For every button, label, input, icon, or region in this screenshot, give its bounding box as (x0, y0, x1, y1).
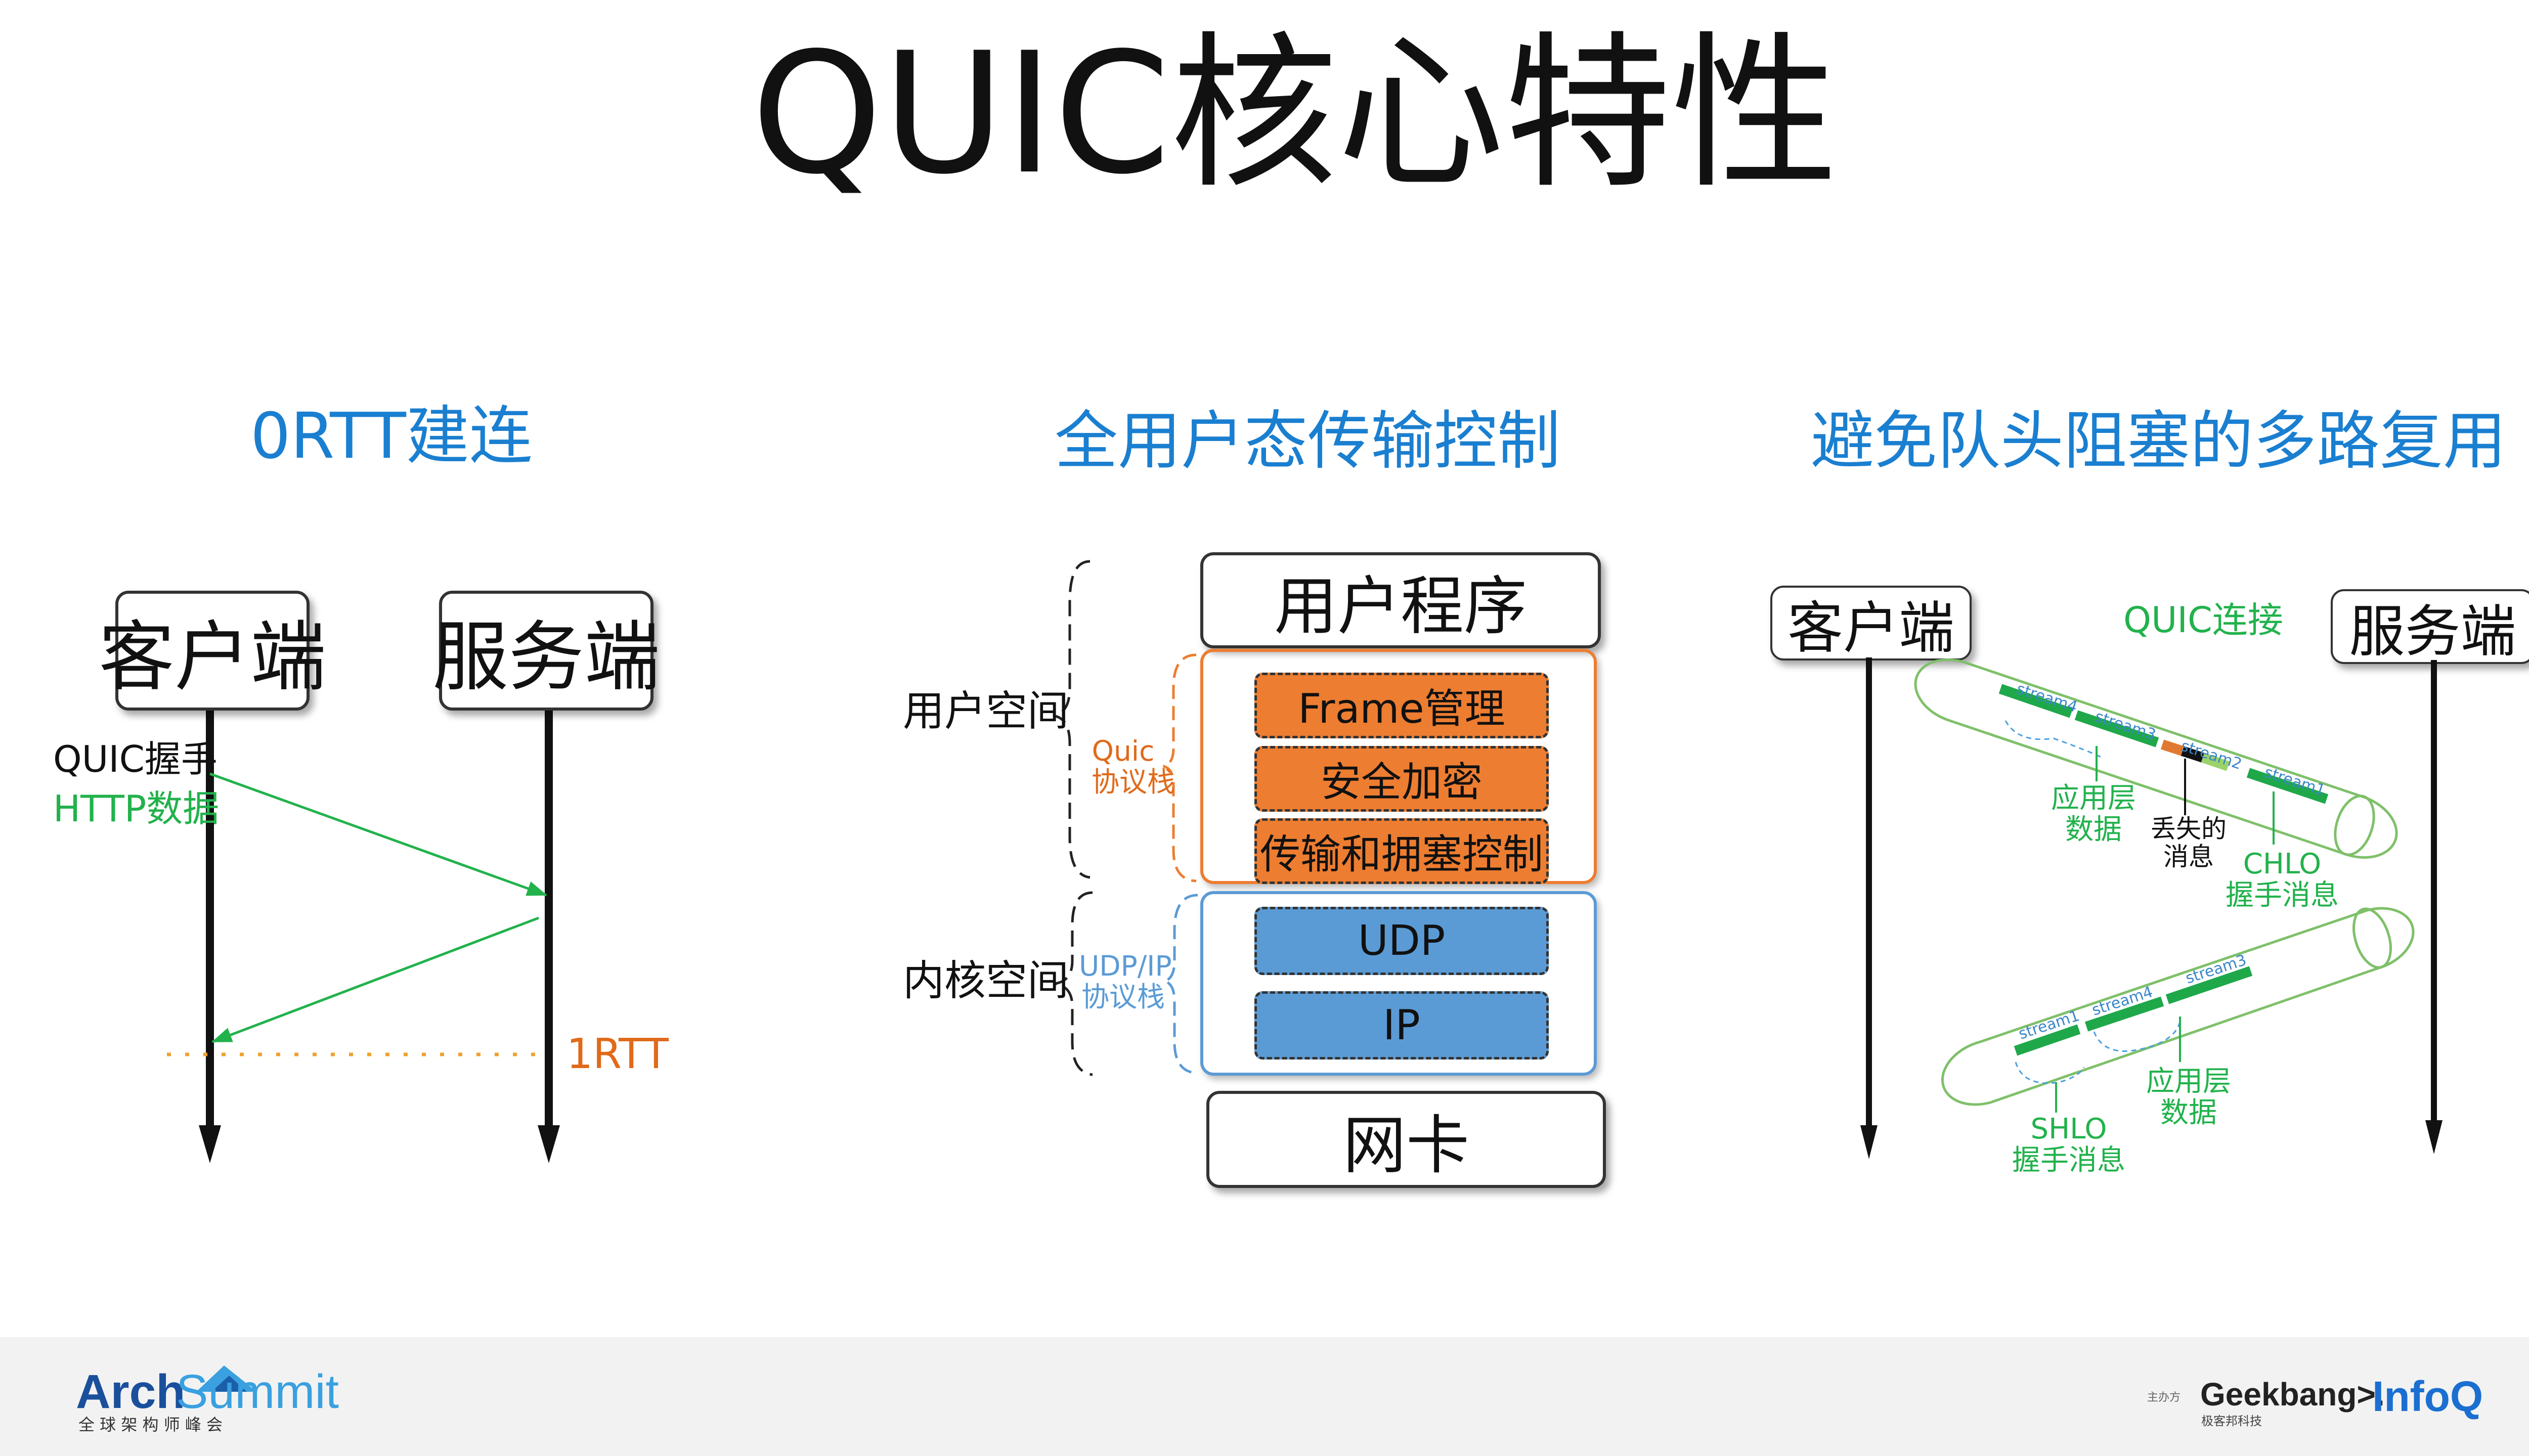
ip-label: IP (1383, 1001, 1420, 1049)
top-stream1-tag: stream1 (2262, 763, 2328, 800)
top-stream4-bar (1998, 684, 2073, 718)
top-stream4-tag: stream4 (2015, 680, 2080, 716)
frame-mgmt-label: Frame管理 (1298, 685, 1505, 732)
top-app-data-label-2: 数据 (2065, 813, 2122, 846)
shlo-label-2: 握手消息 (2012, 1143, 2125, 1177)
shlo-label-1: SHLO (2030, 1113, 2107, 1145)
quic-stack-label: Quic 协议栈 (1092, 735, 1175, 797)
top-stream2-orange (2160, 739, 2185, 756)
udpip-stack-container (1200, 891, 1597, 1076)
crypto-label: 安全加密 (1321, 759, 1482, 806)
udpip-stack-label-2: 协议栈 (1081, 980, 1165, 1013)
shlo-label: SHLO 握手消息 (2012, 1114, 2125, 1176)
section-title-multiplex: 避免队头阻塞的多路复用 (1811, 405, 2506, 478)
chlo-label: CHLO 握手消息 (2226, 849, 2339, 911)
mountain-icon (196, 1365, 257, 1392)
user-program-box: 用户程序 (1200, 552, 1601, 648)
udpip-stack-label: UDP/IP 协议栈 (1079, 950, 1172, 1013)
lost-msg-label-2: 消息 (2163, 842, 2214, 871)
p3-client-box: 客户端 (1770, 586, 1972, 660)
top-stream2-black (2181, 746, 2205, 763)
ip-box: IP (1254, 991, 1549, 1060)
bottom-app-data-bracket (2093, 1021, 2181, 1052)
user-program-label: 用户程序 (1274, 569, 1527, 643)
crypto-box: 安全加密 (1254, 746, 1549, 812)
frame-mgmt-box: Frame管理 (1254, 673, 1549, 738)
p3-server-box: 服务端 (2331, 589, 2529, 664)
handshake-arrow (209, 772, 547, 897)
nic-box: 网卡 (1206, 1091, 1606, 1188)
top-tube (1914, 658, 2398, 859)
bottom-stream3-bar (2165, 966, 2253, 1004)
logo-arch-text: Arch (76, 1365, 186, 1419)
kernel-space-brace (1054, 891, 1093, 1076)
p3-server-label: 服务端 (2349, 599, 2516, 664)
udp-box: UDP (1254, 907, 1549, 975)
section-title-0rtt: 0RTT建连 (250, 400, 533, 473)
bottom-app-data-label: 应用层 数据 (2146, 1066, 2231, 1128)
congestion-box: 传输和拥塞控制 (1254, 818, 1549, 884)
bottom-app-data-label-1: 应用层 (2146, 1065, 2231, 1098)
bottom-tube (1941, 907, 2415, 1106)
lost-msg-label: 丢失的 消息 (2151, 815, 2227, 871)
top-app-data-label-1: 应用层 (2051, 782, 2136, 815)
bottom-stream4-bar (2084, 996, 2164, 1032)
top-stream2-light (2201, 753, 2230, 771)
congestion-label: 传输和拥塞控制 (1260, 831, 1543, 878)
top-stream1-bar (2246, 768, 2329, 804)
msg-handshake-label: QUIC握手 (53, 738, 217, 780)
top-app-data-label: 应用层 数据 (2051, 783, 2136, 845)
footer-bar (0, 1337, 2529, 1456)
msg-http-label: HTTP数据 (53, 787, 220, 830)
chlo-label-1: CHLO (2243, 848, 2322, 880)
response-arrow (211, 916, 539, 1043)
p3-client-arrowhead (1860, 1125, 1878, 1159)
udpip-stack-brace (1164, 894, 1198, 1075)
bottom-stream1-bar (2014, 1024, 2081, 1056)
udp-label: UDP (1358, 917, 1446, 965)
geekbang-sub: 极客邦科技 (2201, 1414, 2262, 1428)
top-stream3-bar (2074, 710, 2159, 747)
user-space-label: 用户空间 (903, 687, 1069, 735)
quic-conn-label: QUIC连接 (2123, 599, 2283, 641)
quic-stack-label-1: Quic (1092, 735, 1155, 767)
infoq-logo: InfoQ (2372, 1373, 2483, 1420)
udpip-stack-label-1: UDP/IP (1079, 950, 1172, 982)
nic-label: 网卡 (1343, 1109, 1469, 1182)
user-space-brace (1053, 560, 1091, 879)
p1-client-box: 客户端 (99, 591, 326, 711)
section-title-userspace: 全用户态传输控制 (1055, 405, 1560, 478)
kernel-space-label: 内核空间 (903, 957, 1069, 1005)
p3-server-arrowhead (2425, 1120, 2443, 1154)
geekbang-logo: Geekbang>. (2200, 1376, 2385, 1413)
logo-sub-text: 全 球 架 构 师 峰 会 (78, 1415, 223, 1434)
p1-client-label: 客户端 (99, 613, 327, 701)
top-stream2-tag: stream2 (2179, 737, 2244, 773)
rtt-label: 1RTT (566, 1030, 669, 1078)
page-title: QUIC核心特性 (751, 17, 1839, 211)
p1-server-label: 服务端 (432, 613, 661, 701)
chlo-label-2: 握手消息 (2226, 878, 2339, 912)
p1-server-box: 服务端 (432, 591, 660, 711)
p3-client-label: 客户端 (1787, 596, 1954, 660)
logo-summit-text: Summit (176, 1365, 339, 1419)
bottom-app-data-label-2: 数据 (2160, 1096, 2217, 1129)
host-label: 主办方 (2147, 1391, 2181, 1404)
lost-msg-label-1: 丢失的 (2151, 814, 2227, 844)
quic-stack-brace (1163, 653, 1197, 883)
top-app-data-bracket (2004, 720, 2105, 760)
server-timeline-arrowhead (538, 1125, 560, 1163)
client-timeline-arrowhead (199, 1125, 221, 1163)
top-stream3-tag: stream3 (2093, 708, 2158, 744)
